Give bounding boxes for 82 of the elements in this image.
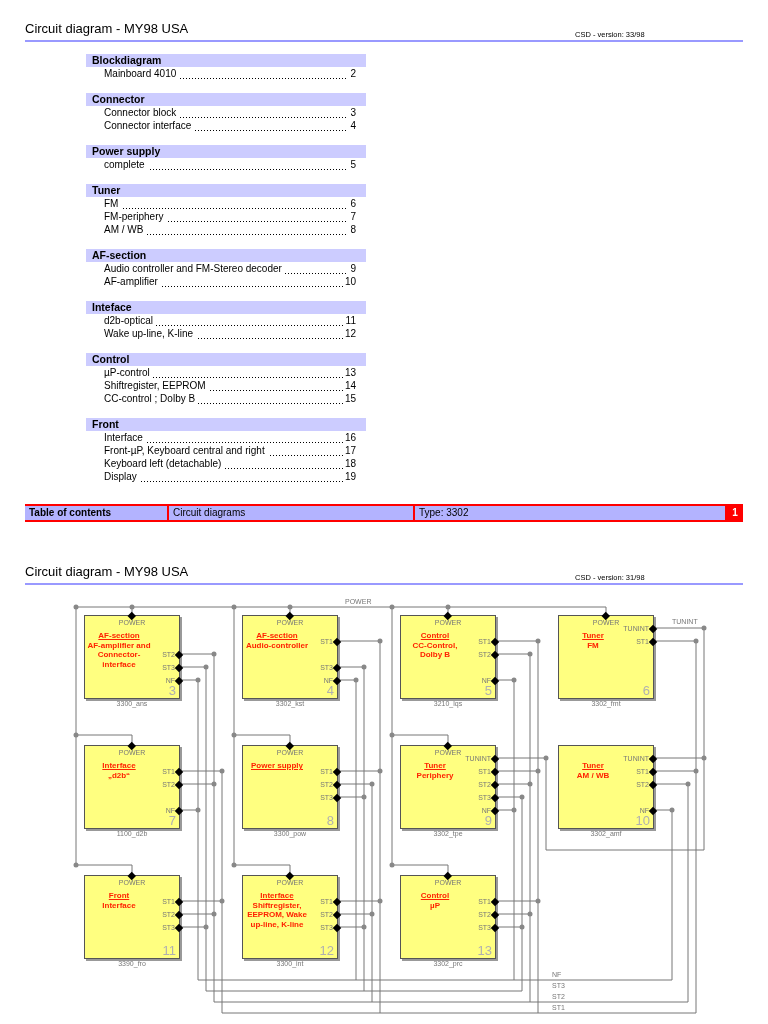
- toc-entry: complete: [104, 159, 349, 171]
- toc-entry: FM-periphery: [104, 211, 349, 223]
- toc-entry: Shiftregister, EEPROM: [104, 380, 343, 392]
- page-number: 10: [344, 276, 356, 288]
- block-number: 10: [635, 814, 650, 827]
- block-heading: Control: [420, 631, 450, 641]
- page-title: Circuit diagram - MY98 USA: [25, 21, 189, 36]
- page-number: 18: [344, 458, 356, 470]
- block-heading: AF-section: [256, 631, 298, 641]
- footer-cell: Type: 3302: [413, 506, 725, 520]
- block-heading: Interface: [102, 761, 136, 771]
- section-band: Connector: [86, 93, 366, 106]
- block-description: Shiftregister, EEPROM, Wake up-line, K-line: [246, 900, 308, 929]
- toc-entry: AF-amplifier: [104, 276, 343, 288]
- block-number: 7: [168, 814, 176, 827]
- footer-cell: Circuit diagrams: [167, 506, 413, 520]
- page-number: 4: [350, 120, 356, 132]
- block-heading: Interface: [260, 891, 294, 901]
- toc-entry: FM: [104, 198, 349, 210]
- block-heading: Control: [420, 891, 450, 901]
- section-band: Power supply: [86, 145, 366, 158]
- toc-entry: CC-control ; Dolby B: [104, 393, 343, 405]
- page-number: 17: [344, 445, 356, 457]
- page-number: 8: [350, 224, 356, 236]
- block-description: µP: [430, 900, 440, 910]
- block-number: 5: [484, 684, 492, 697]
- block-number: 11: [162, 944, 176, 957]
- block-description: AM / WB: [576, 770, 610, 780]
- page-number: 13: [344, 367, 356, 379]
- block-heading: Front: [108, 891, 130, 901]
- page-title: Circuit diagram - MY98 USA: [25, 564, 189, 579]
- toc-entry: AM / WB: [104, 224, 349, 236]
- block-number: 4: [326, 684, 334, 697]
- page-number: 14: [344, 380, 356, 392]
- block-description: Audio-controller: [245, 640, 309, 650]
- block-description: Periphery: [416, 770, 454, 780]
- toc-entry: Interface: [104, 432, 343, 444]
- block-number: 12: [319, 944, 334, 957]
- block-number: 6: [642, 684, 650, 697]
- page-number: 7: [350, 211, 356, 223]
- toc-entry: Wake up-line, K-line: [104, 328, 343, 340]
- block-heading: AF-section: [98, 631, 140, 641]
- block-number: 9: [484, 814, 492, 827]
- section-band: AF-section: [86, 249, 366, 262]
- block-description: Interface: [102, 900, 136, 910]
- section-band: Control: [86, 353, 366, 366]
- block-heading: Tuner: [582, 761, 604, 771]
- section-band: Front: [86, 418, 366, 431]
- block-description: CC-Control, Dolby B: [411, 640, 459, 660]
- section-band: Inteface: [86, 301, 366, 314]
- page-number: 2: [350, 68, 356, 80]
- page-number: 16: [344, 432, 356, 444]
- toc-entry: Connector block: [104, 107, 349, 119]
- page-number: 3: [350, 107, 356, 119]
- toc-entry: Front-µP, Keyboard central and right: [104, 445, 343, 457]
- block-heading: Tuner: [424, 761, 446, 771]
- page-number: 12: [344, 328, 356, 340]
- footer-cell: Table of contents: [25, 506, 167, 520]
- toc-entry: Audio controller and FM-Stereo decoder: [104, 263, 349, 275]
- block-heading: Tuner: [582, 631, 604, 641]
- toc-entry: Connector interface: [104, 120, 349, 132]
- page-number: 11: [345, 315, 356, 327]
- block-number: 8: [326, 814, 334, 827]
- block-number: 3: [168, 684, 176, 697]
- block-description: FM: [587, 640, 599, 650]
- block-description: „d2b“: [107, 770, 131, 780]
- page-number-cell: 1: [725, 506, 743, 520]
- page-number: 5: [350, 159, 356, 171]
- page-number: 9: [350, 263, 356, 275]
- toc-entry: d2b-optical: [104, 315, 344, 327]
- block-description: AF-amplifier and Connector-interface: [87, 640, 151, 669]
- section-band: Blockdiagram: [86, 54, 366, 67]
- section-band: Tuner: [86, 184, 366, 197]
- page-number: 15: [344, 393, 356, 405]
- block-heading: Power supply: [251, 761, 303, 771]
- page-number: 6: [350, 198, 356, 210]
- page-number: 19: [344, 471, 356, 483]
- block-number: 13: [477, 944, 492, 957]
- toc-entry: µP-control: [104, 367, 343, 379]
- toc-entry: Keyboard left (detachable): [104, 458, 343, 470]
- toc-entry: Mainboard 4010: [104, 68, 349, 80]
- toc-entry: Display: [104, 471, 343, 483]
